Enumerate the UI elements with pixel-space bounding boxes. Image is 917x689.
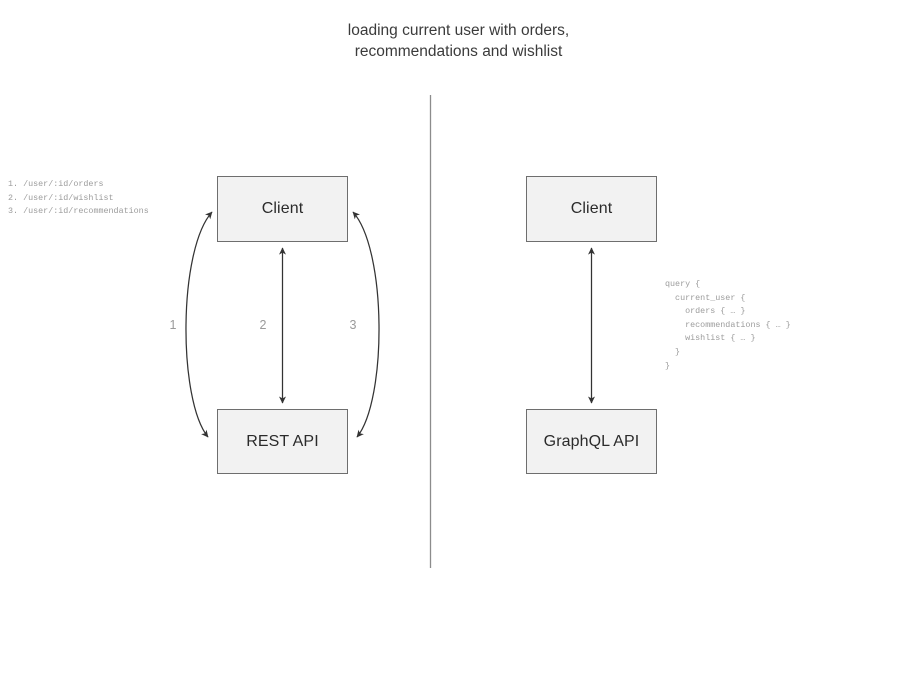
edge-label-3: 3 — [349, 318, 357, 332]
node-label: GraphQL API — [543, 432, 640, 450]
node-label: Client — [261, 200, 304, 217]
node-rest-api[interactable]: REST API — [217, 409, 348, 474]
graphql-query-block: query { current_user { orders { … } reco… — [665, 279, 791, 371]
page-title: loading current user with orders, recomm… — [347, 22, 570, 60]
node-client-graphql[interactable]: Client — [526, 176, 657, 242]
edge-1-path — [185, 211, 213, 438]
edge-label-1: 1 — [169, 318, 177, 332]
node-label: Client — [570, 200, 613, 217]
node-label: REST API — [246, 432, 319, 450]
node-client-rest[interactable]: Client — [217, 176, 348, 242]
rest-endpoint-list: 1. /user/:id/orders 2. /user/:id/wishlis… — [8, 179, 149, 217]
node-graphql-api[interactable]: GraphQL API — [526, 409, 657, 474]
edge-label-2: 2 — [259, 318, 267, 332]
edge-3-path — [352, 211, 380, 438]
